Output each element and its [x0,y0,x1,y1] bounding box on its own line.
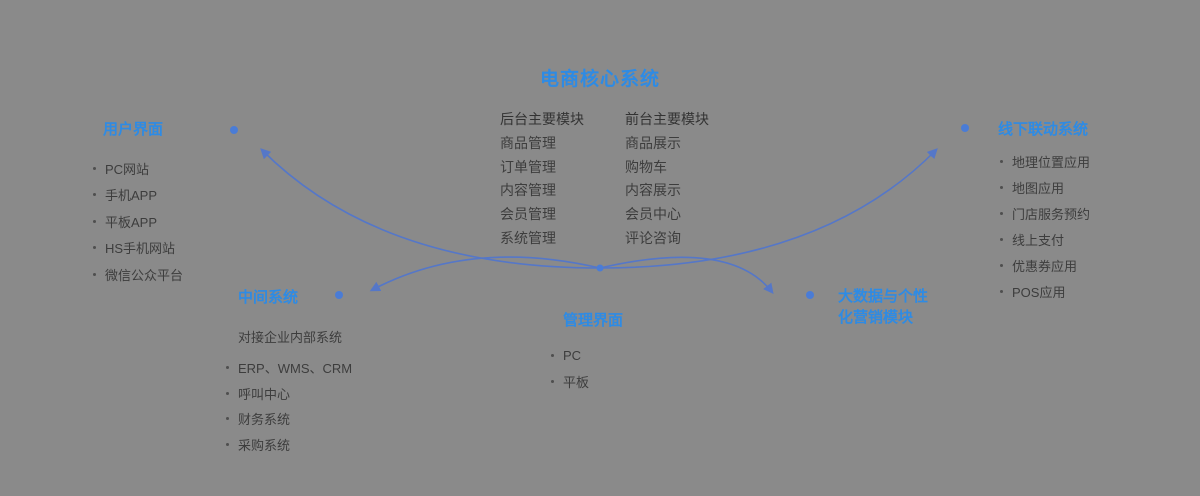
list-item: 优惠券应用 [998,252,1090,278]
list-item-label: 平板 [563,374,590,390]
section-list: ERP、WMS、CRM 呼叫中心 财务系统 采购系统 [224,355,352,457]
section-list: 地理位置应用 地图应用 门店服务预约 线上支付 优惠券应用 POS应用 [998,148,1090,304]
bullet-icon [1000,289,1003,293]
list-item: 手机APP [90,182,183,209]
frontend-module-item: 内容展示 [625,182,681,199]
backend-module-item: 内容管理 [500,182,556,199]
bullet-icon [93,246,96,250]
list-item: 地理位置应用 [998,148,1090,174]
bullet-icon [93,166,96,170]
frontend-module-item: 商品展示 [625,134,681,151]
section-list: PC网站 手机APP 平板APP HS手机网站 微信公众平台 [90,155,183,288]
list-item-label: 平板APP [105,214,158,230]
frontend-column: 前台主要模块 商品展示 购物车 内容展示 会员中心 评论咨询 [625,108,750,251]
frontend-module-item: 会员中心 [625,206,681,223]
backend-module-item: 会员管理 [500,206,556,223]
center-node-dot [596,264,604,272]
list-item: 门店服务预约 [998,200,1090,226]
bullet-icon [1000,263,1003,267]
list-item-label: 优惠券应用 [1012,258,1078,274]
bullet-icon [1000,185,1003,189]
backend-module-item: 系统管理 [500,229,556,246]
list-item-label: 地理位置应用 [1012,154,1091,170]
list-item: 微信公众平台 [90,261,183,288]
list-item-label: PC [563,347,582,363]
bullet-icon [551,379,554,383]
section-title: 管理界面 [563,312,624,329]
list-item: 呼叫中心 [224,381,352,407]
list-item-label: 线上支付 [1012,232,1065,248]
bullet-icon [93,219,96,223]
bullet-icon [1000,237,1003,241]
frontend-column-header: 前台主要模块 [625,111,709,127]
section-bigdata-module: 大数据与个性 化营销模块 [838,286,928,328]
bullet-icon [1000,159,1003,163]
list-item-label: 采购系统 [238,437,291,453]
bullet-icon [226,391,229,395]
list-item-label: 财务系统 [238,412,291,428]
section-title-line2: 化营销模块 [838,309,914,326]
frontend-module-item: 购物车 [625,158,667,175]
list-item-label: 地图应用 [1012,180,1065,196]
section-management-interface: 管理界面 PC 平板 [549,309,623,394]
list-item-label: 门店服务预约 [1012,206,1091,222]
list-item: 地图应用 [998,174,1090,200]
list-item: PC网站 [90,155,183,182]
section-middle-system: 中间系统 对接企业内部系统 ERP、WMS、CRM 呼叫中心 财务系统 采购系统 [224,286,352,457]
list-item-label: POS应用 [1012,284,1066,300]
bullet-icon [226,366,229,370]
list-item: 线上支付 [998,226,1090,252]
section-user-interface: 用户界面 PC网站 手机APP 平板APP HS手机网站 微信公众平台 [90,118,183,288]
core-modules: 后台主要模块 商品管理 订单管理 内容管理 会员管理 系统管理 前台主要模块 商… [500,108,750,251]
section-offline-system: 线下联动系统 地理位置应用 地图应用 门店服务预约 线上支付 优惠券应用 POS… [998,118,1090,304]
list-item: POS应用 [998,278,1090,304]
list-item: 平板APP [90,208,183,235]
list-item-label: 微信公众平台 [105,267,184,283]
bullet-icon [226,417,229,421]
list-item-label: 手机APP [105,188,158,204]
list-item-label: ERP、WMS、CRM [238,361,353,377]
section-title: 中间系统 [238,289,299,306]
bullet-icon [226,442,229,446]
list-item: 采购系统 [224,432,352,458]
list-item: 平板 [549,368,623,394]
backend-module-item: 订单管理 [500,158,556,175]
section-title: 大数据与个性 化营销模块 [838,286,928,328]
bullet-icon [551,353,554,357]
node-dot-user-interface [230,126,238,134]
diagram-title: 电商核心系统 [539,69,660,90]
list-item: HS手机网站 [90,235,183,262]
node-dot-offline-system [961,124,969,132]
section-title-line1: 大数据与个性 [838,288,929,305]
list-item: PC [549,342,623,368]
backend-column: 后台主要模块 商品管理 订单管理 内容管理 会员管理 系统管理 [500,108,625,251]
list-item-label: 呼叫中心 [238,386,291,402]
arrow-to-bigdata-module [599,256,774,295]
bullet-icon [93,272,96,276]
section-subtitle: 对接企业内部系统 [238,330,343,345]
list-item: ERP、WMS、CRM [224,355,352,381]
list-item-label: PC网站 [105,161,150,177]
list-item-label: HS手机网站 [105,241,176,257]
backend-column-header: 后台主要模块 [500,111,584,127]
bullet-icon [1000,211,1003,215]
section-title: 用户界面 [103,121,164,138]
node-dot-bigdata-module [806,291,814,299]
section-list: PC 平板 [549,342,623,394]
backend-module-item: 商品管理 [500,134,556,151]
section-title: 线下联动系统 [998,121,1089,138]
bullet-icon [93,193,96,197]
list-item: 财务系统 [224,406,352,432]
arrow-to-middle-system [369,256,601,292]
frontend-module-item: 评论咨询 [625,229,681,246]
